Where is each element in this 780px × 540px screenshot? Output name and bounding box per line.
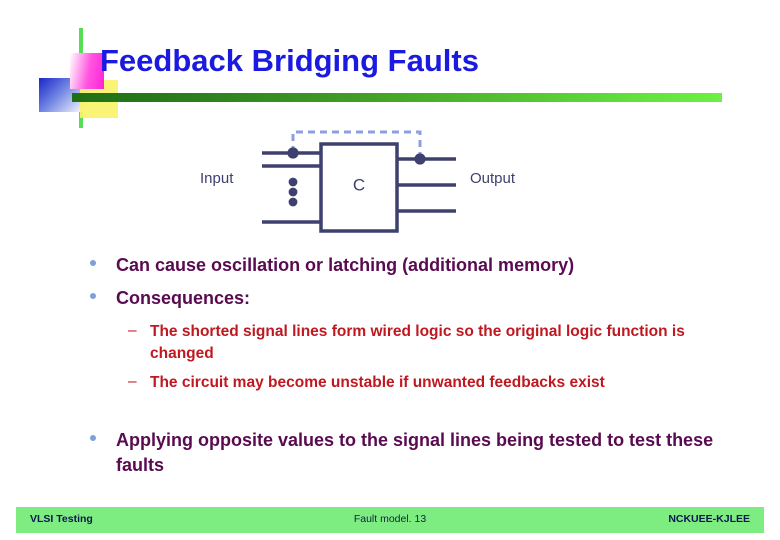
bullet-dot-icon [90,293,96,299]
footer-author-label: NCKUEE-KJLEE [668,513,750,525]
bullet-dash-icon: – [128,322,137,339]
bullet-item: Consequences: [90,286,756,311]
footer-page-label: Fault model. 13 [353,513,427,525]
circuit-diagram: C [190,120,590,245]
sub-bullet-item: – The shorted signal lines form wired lo… [128,321,710,365]
feedback-wire-icon [291,130,422,159]
sub-bullet-item: – The circuit may become unstable if unw… [128,372,710,394]
bullet-item: Can cause oscillation or latching (addit… [90,253,756,278]
bullet-text: Applying opposite values to the signal l… [116,430,714,475]
sub-bullet-text: The circuit may become unstable if unwan… [150,374,605,391]
bullet-dot-icon [90,260,96,266]
output-wires-icon [397,157,456,213]
input-tap-node-icon [287,147,299,159]
block-label: C [353,175,365,194]
input-wires-icon [262,151,321,224]
bullet-item: Applying opposite values to the signal l… [90,428,716,478]
block-rect [319,142,399,233]
bullet-dot-icon [90,435,96,441]
output-label: Output [470,170,516,187]
input-label: Input [200,170,234,187]
decorative-logo [39,28,162,128]
input-ellipsis-icon [288,177,298,207]
bullet-text: Consequences: [116,288,251,308]
footer-course-label: VLSI Testing [30,513,93,525]
title-underline-rule [72,93,722,102]
bullet-text: Can cause oscillation or latching (addit… [116,255,575,275]
logo-magenta-square-icon [70,53,104,89]
page-title: Feedback Bridging Faults [100,43,479,78]
bullet-dash-icon: – [128,373,137,390]
sub-bullet-text: The shorted signal lines form wired logi… [150,323,685,362]
slide-footer: VLSI Testing Fault model. 13 NCKUEE-KJLE… [16,507,764,533]
output-tap-node-icon [414,153,426,165]
